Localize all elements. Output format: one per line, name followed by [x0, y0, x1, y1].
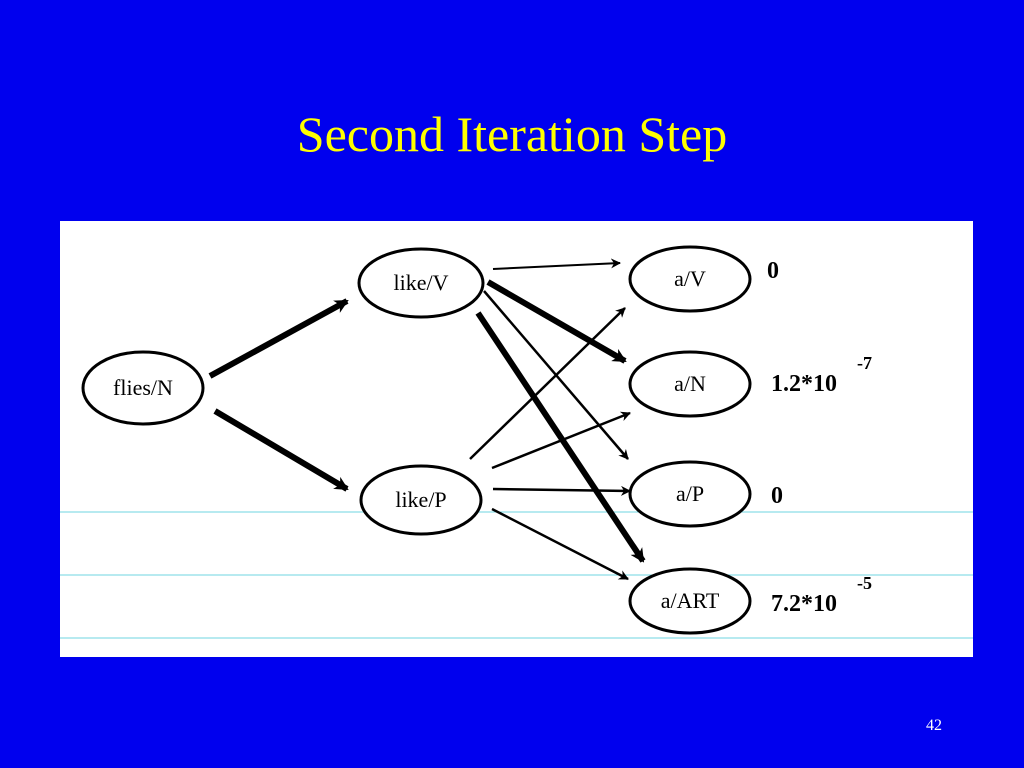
- node-a-p: a/P: [628, 460, 752, 528]
- node-a-v: a/V: [628, 245, 752, 313]
- edge-likep-av: [469, 307, 626, 460]
- prob-base: 0: [767, 258, 779, 284]
- prob-base: 0: [771, 483, 783, 509]
- prob-base: 1.2*10: [771, 371, 837, 397]
- node-label: like/V: [394, 270, 449, 295]
- node-label: flies/N: [113, 375, 173, 400]
- slide-title: Second Iteration Step: [296, 106, 728, 162]
- trellis-diagram: flies/N like/V like/P a/V a/N a/P: [60, 245, 973, 639]
- edge-likev-aart: [475, 311, 646, 563]
- edge-likev-an: [486, 279, 627, 364]
- edge-likep-an: [491, 411, 631, 470]
- edge-flies-likev: [208, 298, 349, 379]
- node-label: a/N: [674, 371, 706, 396]
- edge-likep-aart: [491, 507, 629, 581]
- diagram-panel: flies/N like/V like/P a/V a/N a/P: [60, 221, 973, 657]
- prob-a-v: 0: [767, 258, 779, 284]
- prob-a-p: 0: [771, 483, 783, 509]
- node-a-n: a/N: [628, 350, 752, 418]
- prob-a-n: 1.2*10 -7: [771, 353, 872, 397]
- edge-flies-likep: [213, 408, 349, 492]
- node-label: a/ART: [661, 588, 720, 613]
- edge-likep-ap: [492, 485, 631, 496]
- edge-likev-av: [492, 258, 621, 270]
- node-like-v: like/V: [357, 247, 485, 319]
- prob-exponent: -7: [857, 353, 872, 373]
- node-label: a/P: [676, 481, 704, 506]
- node-a-art: a/ART: [628, 567, 752, 635]
- prob-base: 7.2*10: [771, 591, 837, 617]
- prob-exponent: -5: [857, 573, 872, 593]
- prob-a-art: 7.2*10 -5: [771, 573, 872, 617]
- node-like-p: like/P: [359, 464, 483, 536]
- node-label: like/P: [395, 487, 446, 512]
- page-number: 42: [926, 717, 942, 734]
- node-label: a/V: [674, 266, 706, 291]
- node-flies-n: flies/N: [81, 350, 205, 426]
